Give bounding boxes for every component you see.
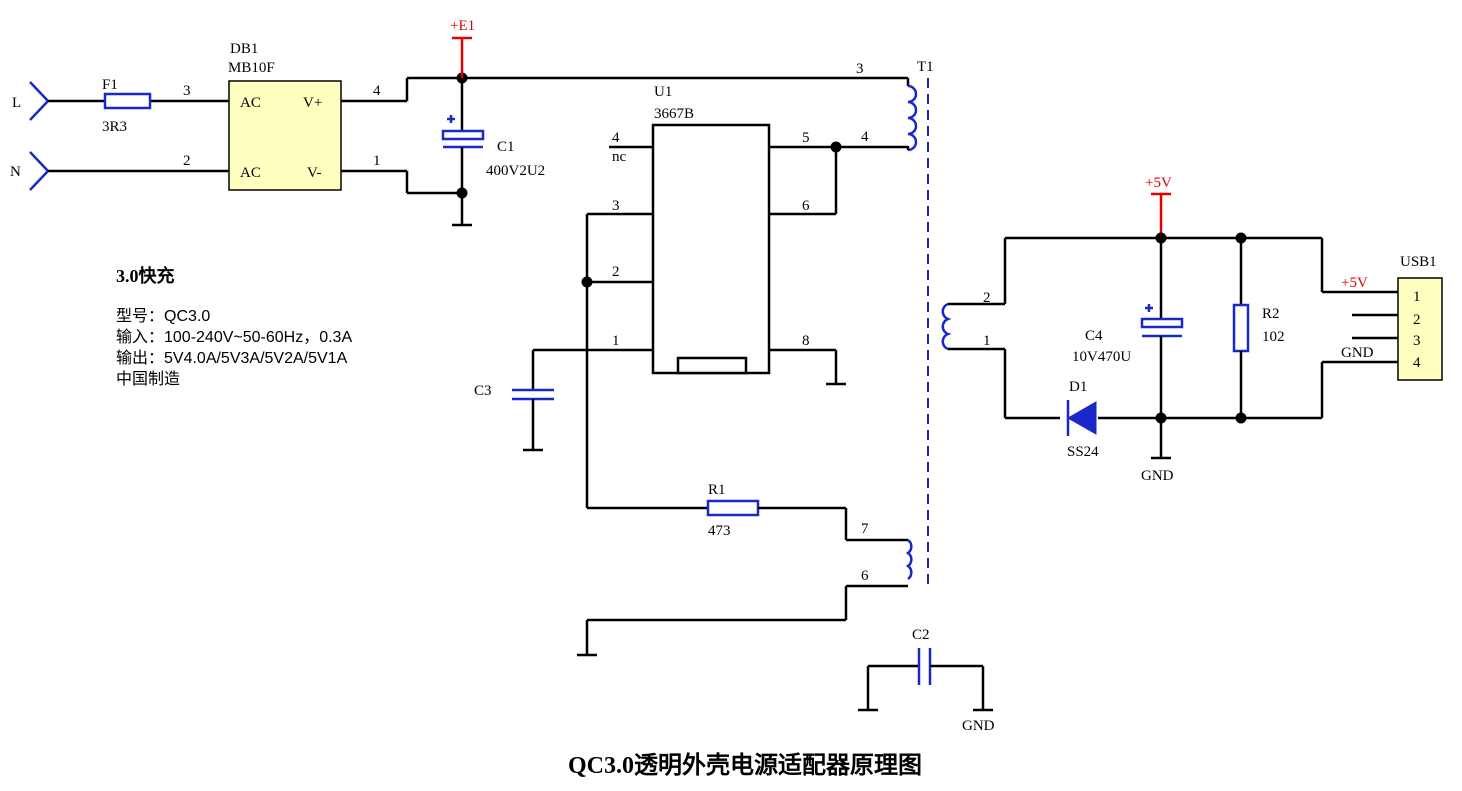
d1-ref: D1 bbox=[1069, 379, 1087, 395]
transformer-ref: T1 bbox=[917, 59, 934, 75]
controller-u1: U1 3667B 4 nc 3 2 1 5 6 8 bbox=[612, 84, 810, 375]
input-n-label: N bbox=[10, 164, 21, 180]
product-info: 3.0快充 型号：QC3.0 输入：100-240V~50-60Hz，0.3A … bbox=[116, 265, 352, 388]
r1-value: 473 bbox=[708, 523, 731, 539]
input-l-terminal: L bbox=[12, 81, 50, 121]
c4-ref: C4 bbox=[1085, 328, 1103, 344]
diode-d1: D1 SS24 bbox=[1066, 379, 1099, 460]
power-5v-label: +5V bbox=[1145, 175, 1172, 191]
bridge-vminus: V- bbox=[307, 165, 321, 181]
usb-gnd-label: GND bbox=[1341, 345, 1374, 361]
capacitor-c2: C2 GND bbox=[858, 627, 995, 734]
usb-pin: 3 bbox=[1413, 333, 1421, 349]
pin-label: 5 bbox=[802, 130, 810, 146]
pin-label: 2 bbox=[612, 264, 620, 280]
info-line: 型号：QC3.0 bbox=[116, 307, 210, 325]
transformer-t1: T1 3 4 7 6 2 1 bbox=[856, 59, 991, 590]
pin-label: 4 bbox=[373, 83, 381, 99]
pin-label: 8 bbox=[802, 333, 810, 349]
power-e1-label: +E1 bbox=[450, 18, 475, 34]
pin-label: 6 bbox=[802, 198, 810, 214]
resistor-r2: R2 102 bbox=[1232, 238, 1285, 418]
usb-pin: 1 bbox=[1413, 289, 1421, 305]
usb-connector-usb1: USB1 1 2 3 4 +5V GND bbox=[1341, 254, 1443, 381]
info-line: 输入：100-240V~50-60Hz，0.3A bbox=[116, 328, 352, 346]
pin-label: 4 bbox=[612, 130, 620, 146]
diagram-title: QC3.0透明外壳电源适配器原理图 bbox=[568, 751, 922, 779]
d1-value: SS24 bbox=[1067, 444, 1099, 460]
bridge-ac1: AC bbox=[240, 95, 261, 111]
capacitor-c4: C4 10V470U GND bbox=[1072, 238, 1184, 484]
bridge-vplus: V+ bbox=[303, 95, 322, 111]
input-l-label: L bbox=[12, 95, 21, 111]
info-line: 中国制造 bbox=[116, 370, 180, 388]
gnd-label: GND bbox=[1141, 468, 1174, 484]
capacitor-c3: C3 bbox=[474, 350, 554, 452]
c4-value: 10V470U bbox=[1072, 349, 1131, 365]
fuse-value: 3R3 bbox=[102, 119, 127, 135]
pin-label: 3 bbox=[856, 61, 864, 77]
fuse-ref: F1 bbox=[102, 77, 118, 93]
pin-label: 7 bbox=[861, 521, 869, 537]
pin-label: 2 bbox=[983, 290, 991, 306]
r2-ref: R2 bbox=[1262, 306, 1280, 322]
info-heading: 3.0快充 bbox=[116, 265, 175, 286]
power-flag-5v: +5V bbox=[1145, 175, 1172, 238]
gnd-label: GND bbox=[962, 718, 995, 734]
usb-vbus-label: +5V bbox=[1341, 275, 1368, 291]
bridge-ac2: AC bbox=[240, 165, 261, 181]
pin-label: 3 bbox=[612, 198, 620, 214]
pin-label: 2 bbox=[183, 153, 191, 169]
fuse-f1: F1 3R3 bbox=[102, 77, 152, 135]
usb-pin: 2 bbox=[1413, 312, 1421, 328]
c1-ref: C1 bbox=[497, 139, 515, 155]
c1-value: 400V2U2 bbox=[486, 163, 545, 179]
resistor-r1: R1 473 bbox=[706, 482, 760, 539]
pin-label: 6 bbox=[861, 568, 869, 584]
pin-label: 1 bbox=[373, 153, 381, 169]
u1-nc-label: nc bbox=[612, 149, 627, 165]
pin-label: 3 bbox=[183, 83, 191, 99]
u1-ref: U1 bbox=[654, 84, 672, 100]
r2-value: 102 bbox=[1262, 329, 1285, 345]
pin-label: 4 bbox=[861, 129, 869, 145]
usb-pin: 4 bbox=[1413, 355, 1421, 371]
capacitor-c1: C1 400V2U2 bbox=[441, 78, 545, 227]
bridge-ref: DB1 bbox=[230, 41, 258, 57]
u1-part: 3667B bbox=[654, 106, 694, 122]
power-flag-e1: +E1 bbox=[450, 18, 475, 78]
bridge-part: MB10F bbox=[228, 60, 275, 76]
r1-ref: R1 bbox=[708, 482, 726, 498]
input-n-terminal: N bbox=[10, 151, 50, 191]
usb-ref: USB1 bbox=[1400, 254, 1437, 270]
pin-label: 1 bbox=[983, 333, 991, 349]
c2-ref: C2 bbox=[912, 627, 930, 643]
pin-label: 1 bbox=[612, 333, 620, 349]
info-line: 输出：5V4.0A/5V3A/5V2A/5V1A bbox=[116, 349, 348, 367]
bridge-rectifier-db1: DB1 MB10F AC AC V+ V- bbox=[228, 41, 342, 191]
c3-ref: C3 bbox=[474, 383, 492, 399]
